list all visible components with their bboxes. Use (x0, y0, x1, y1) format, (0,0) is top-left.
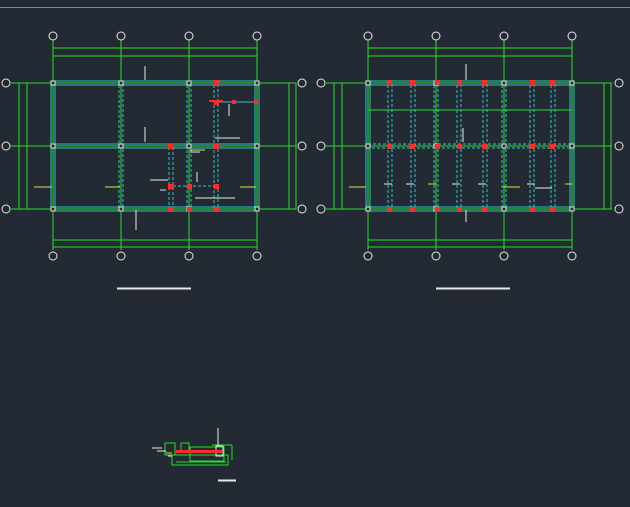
rebar-markers-right (387, 80, 555, 212)
detail-rebar (176, 450, 222, 453)
rebar-markers-left (168, 80, 258, 212)
detail-outline (164, 442, 233, 466)
dimension-text-left (34, 149, 256, 188)
plan-right[interactable] (316, 31, 624, 290)
axis-grid-right (326, 40, 612, 250)
annotations-right (384, 64, 552, 222)
annotations-left (135, 66, 240, 230)
axis-bubbles-left (1, 31, 307, 261)
axis-bubbles-right (316, 31, 624, 261)
columns-left (50, 80, 260, 212)
dimension-text-right (349, 183, 572, 188)
plan-left[interactable] (1, 31, 307, 290)
detail-section[interactable] (152, 428, 236, 482)
